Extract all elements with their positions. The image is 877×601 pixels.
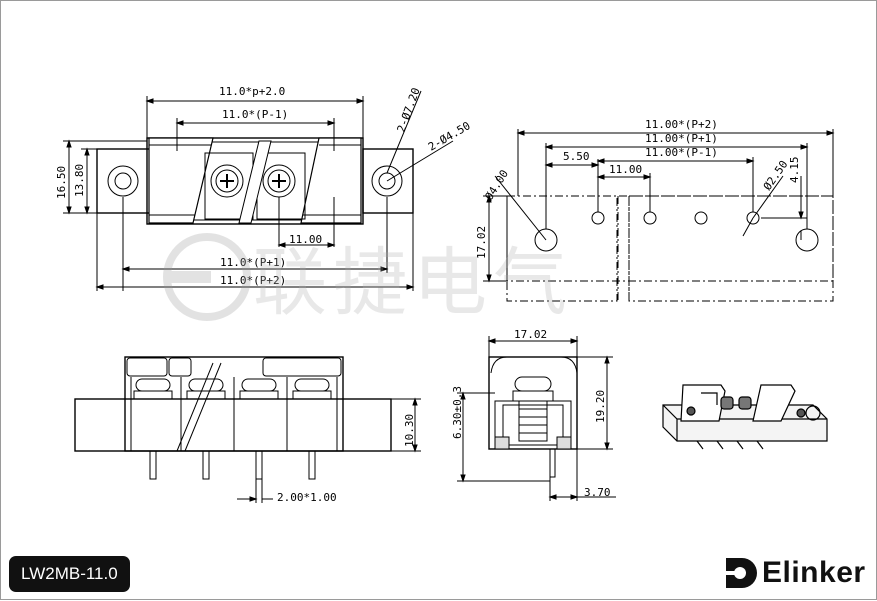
dim-pitch: 11.00 bbox=[289, 233, 322, 246]
dim-side-1702: 17.02 bbox=[514, 328, 547, 341]
top-view bbox=[63, 90, 454, 291]
dim-pcb-1702: 17.02 bbox=[475, 226, 488, 259]
dim-side-370: 3.70 bbox=[584, 486, 611, 499]
side-view bbox=[457, 336, 616, 501]
brand-logo: Elinker bbox=[724, 553, 866, 593]
model-badge: LW2MB-11.0 bbox=[9, 556, 130, 592]
front-view bbox=[74, 356, 421, 503]
pcb-layout bbox=[483, 129, 835, 302]
brand-logo-icon bbox=[726, 558, 757, 588]
dim-pcb-550: 5.50 bbox=[563, 150, 590, 163]
dim-top-overall: 11.0*p+2.0 bbox=[219, 85, 285, 98]
side-spring bbox=[518, 400, 548, 442]
dim-pcb-1100: 11.00 bbox=[609, 163, 642, 176]
dim-pcb-415: 4.15 bbox=[788, 157, 801, 184]
dim-height-a: 16.50 bbox=[55, 166, 68, 199]
dim-pcb-hole25: Ø2.50 bbox=[761, 158, 791, 193]
dim-side-1920: 19.20 bbox=[594, 390, 607, 423]
dim-hole-dia: 2-Ø7.20 bbox=[395, 86, 423, 134]
isometric-view bbox=[662, 384, 828, 450]
dim-screw-dia: 2-Ø4.50 bbox=[426, 119, 473, 153]
dim-side-630: 6.30±0.3 bbox=[451, 386, 464, 439]
dim-pcb-pm1: 11.00*(P-1) bbox=[645, 146, 718, 159]
front-screws bbox=[133, 378, 332, 400]
dim-height-b: 13.80 bbox=[73, 164, 86, 197]
dim-front-pin: 2.00*1.00 bbox=[277, 491, 337, 504]
dim-bottom-p2: 11.0*(P+2) bbox=[220, 274, 286, 287]
dim-front-1030: 10.30 bbox=[403, 414, 416, 447]
brand-name: Elinker bbox=[762, 556, 866, 589]
dim-top-pitch: 11.0*(P-1) bbox=[222, 108, 288, 121]
dim-pcb-p1: 11.00*(P+1) bbox=[645, 132, 718, 145]
dim-bottom-p1: 11.0*(P+1) bbox=[220, 256, 286, 269]
dim-pcb-p2: 11.00*(P+2) bbox=[645, 118, 718, 131]
